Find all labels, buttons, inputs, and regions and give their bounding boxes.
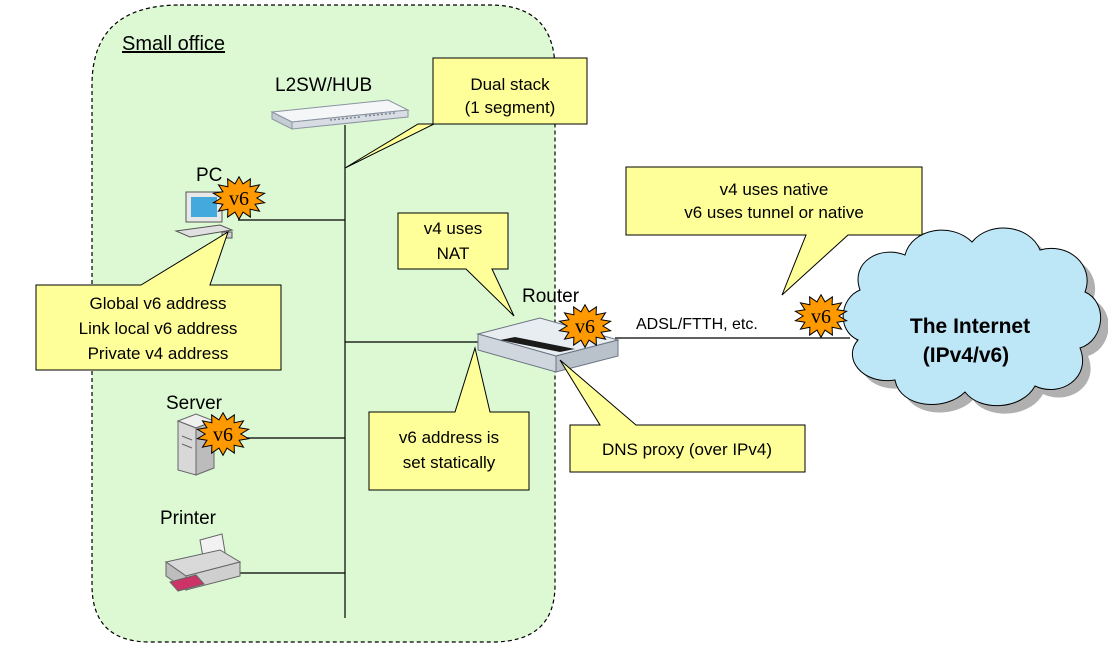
- callout-pc-line3: Private v4 address: [88, 344, 229, 363]
- router-v6-badge: v6: [557, 303, 613, 349]
- callout-nat-line2: NAT: [437, 244, 470, 263]
- callout-router-static: v6 address is set statically: [368, 346, 530, 491]
- callout-router-nat: v4 uses NAT: [397, 212, 515, 317]
- starburst-icon: [557, 303, 613, 349]
- printer-icon: [164, 533, 242, 592]
- small-office-title: Small office: [122, 33, 225, 55]
- callout-nat-line1: v4 uses: [424, 219, 483, 238]
- pc-label: PC: [196, 165, 222, 186]
- hub-label: L2SW/HUB: [275, 75, 372, 96]
- callout-internet-line1: v4 uses native: [720, 180, 829, 199]
- callout-static-line1: v6 address is: [399, 428, 499, 447]
- callout-dual-stack-line1: Dual stack: [470, 75, 550, 94]
- internet-title: The Internet: [910, 315, 1030, 338]
- server-v6-badge: v6: [195, 411, 251, 457]
- internet-subtitle: (IPv4/v6): [923, 344, 1009, 367]
- v6-badge-label: v6: [811, 306, 831, 328]
- router-label: Router: [522, 286, 580, 307]
- callout-pc-line2: Link local v6 address: [79, 319, 238, 338]
- starburst-icon: [793, 293, 849, 339]
- pc-v6-badge: v6: [211, 175, 267, 221]
- pc-icon: [174, 191, 234, 239]
- v6-badges: v6 v6 v6 v6: [195, 175, 849, 457]
- v6-badge-label: v6: [229, 188, 249, 210]
- callout-dns-proxy: DNS proxy (over IPv4): [559, 359, 806, 473]
- callout-pc-line1: Global v6 address: [89, 294, 226, 313]
- router-icon: [476, 317, 620, 373]
- hub-device: [270, 99, 410, 130]
- callout-dual-stack: Dual stack (1 segment): [344, 57, 588, 169]
- callout-dual-stack-line2: (1 segment): [465, 98, 556, 117]
- callout-static-line2: set statically: [403, 453, 496, 472]
- network-lines: [238, 125, 850, 618]
- server-label: Server: [166, 393, 223, 414]
- wan-link-label: ADSL/FTTH, etc.: [636, 316, 758, 333]
- starburst-icon: [195, 411, 251, 457]
- callout-pc-addresses: Global v6 address Link local v6 address …: [35, 230, 282, 371]
- v6-badge-label: v6: [213, 424, 233, 446]
- callout-internet-link: v4 uses native v6 uses tunnel or native: [625, 166, 923, 296]
- callout-dns-line1: DNS proxy (over IPv4): [602, 440, 772, 459]
- internet-cloud: The Internet (IPv4/v6): [842, 227, 1108, 414]
- starburst-icon: [211, 175, 267, 221]
- wan-v6-badge: v6: [793, 293, 849, 339]
- callout-internet-line2: v6 uses tunnel or native: [684, 203, 864, 222]
- printer-label: Printer: [160, 508, 217, 529]
- internet-cloud-shape: [842, 227, 1101, 406]
- v6-badge-label: v6: [575, 316, 595, 338]
